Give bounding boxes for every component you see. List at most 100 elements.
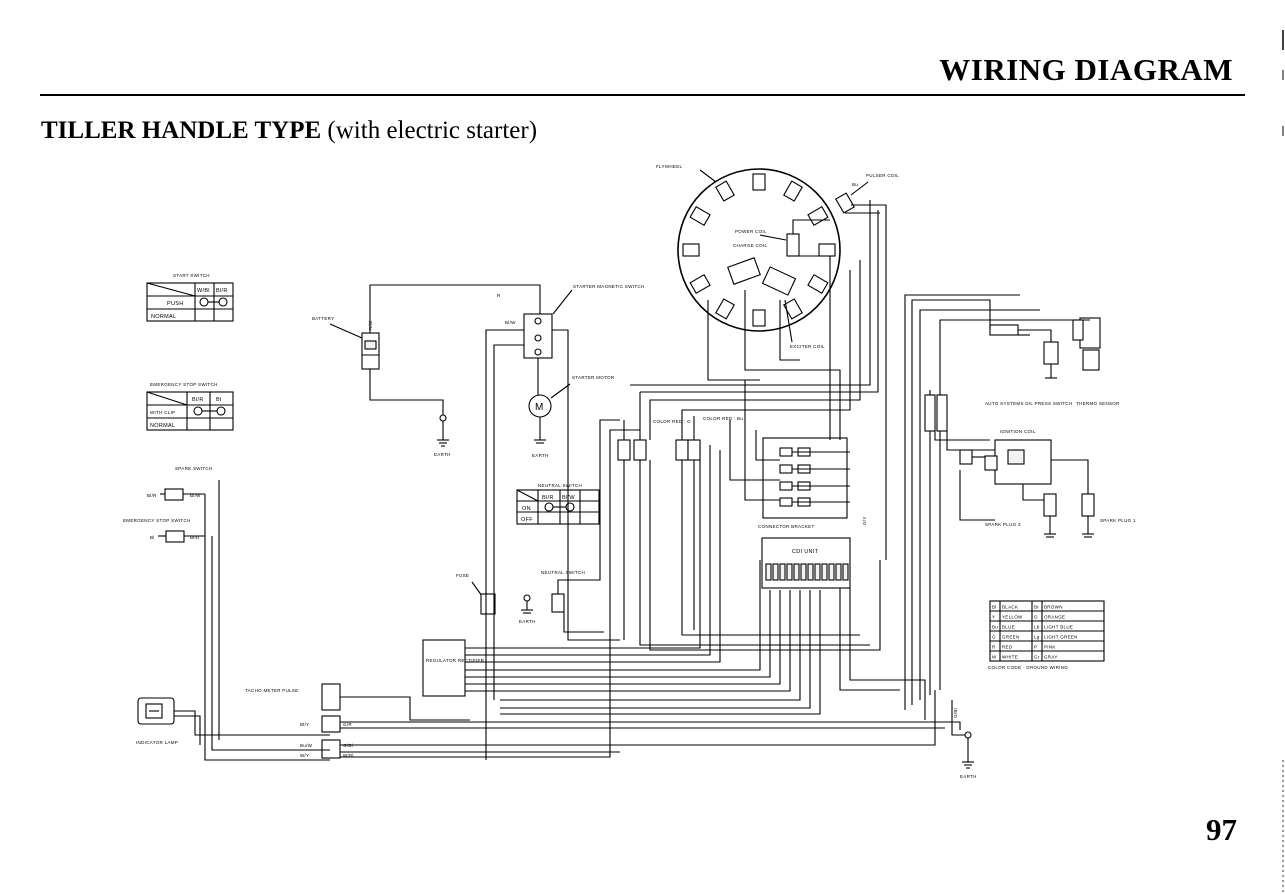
- flywheel-leader: [699, 169, 717, 183]
- emergency-row-normal: NORMAL: [150, 423, 175, 429]
- regulator-rectifier-group: REGULATOR RECTIFIER: [422, 639, 485, 697]
- section-title: WIRING DIAGRAM: [939, 52, 1233, 87]
- neutral-switch: [551, 593, 565, 613]
- flywheel-magnet: [752, 173, 766, 191]
- regulator-rectifier: [422, 639, 466, 697]
- label-color-red-bu: COLOR RED : Bu: [703, 416, 743, 421]
- cdi-pin: [772, 563, 779, 581]
- label-exciter-coil: EXCITER COIL: [790, 344, 825, 349]
- label-regulator-rectifier: REGULATOR RECTIFIER: [426, 658, 485, 663]
- cdi-pin: [807, 563, 814, 581]
- wire-label-bly: Bl/Y: [300, 722, 309, 727]
- emergency-stop-switch-group: EMERGENCY STOP SWITCH Bl Bl/R: [123, 518, 205, 543]
- legend-cell: P: [1034, 645, 1037, 650]
- flywheel-magnet: [807, 274, 829, 294]
- legend-cell: Bu: [992, 625, 998, 630]
- legend-cell: WHITE: [1002, 655, 1018, 660]
- tacho-connector: [321, 683, 341, 711]
- battery-group: BATTERY R/Bl: [312, 316, 380, 370]
- flywheel-magnet: [783, 298, 803, 320]
- fuse-group: FUSE: [456, 573, 496, 615]
- page-edge-marks: [1282, 30, 1284, 894]
- wire-label-bu: Bu: [852, 182, 858, 187]
- legend-cell: GRAY: [1044, 655, 1058, 660]
- spare-switch: [164, 488, 184, 501]
- wire-label-gr: G/R: [343, 722, 352, 727]
- subtitle-main: TILLER HANDLE TYPE: [41, 117, 322, 144]
- label-starter-magnetic-switch: STARTER MAGNETIC SWITCH: [573, 284, 644, 289]
- color-legend-caption: COLOR CODE · GROUND WIRING: [988, 665, 1068, 670]
- label-power-coil: POWER COIL: [735, 229, 767, 234]
- wire-label-blr-2: Bl/R: [190, 535, 200, 540]
- neutral-col-blr: Bl/R: [542, 495, 554, 501]
- start-switch-row-push: PUSH: [167, 301, 183, 307]
- label-auto-systems: AUTO SYSTEMS: [985, 401, 1024, 406]
- fuse: [480, 593, 496, 615]
- label-start-switch: START SWITCH: [173, 273, 210, 278]
- label-tacho-meter-pulse: TACHO METER PULSE: [245, 688, 299, 693]
- legend-cell: RED: [1002, 645, 1013, 650]
- emergency-row-with-clip: WITH CLIP: [150, 410, 175, 415]
- flywheel-magnet: [715, 180, 735, 202]
- wire-label-gbl: G/Bl: [953, 708, 958, 718]
- flywheel-magnet: [807, 206, 829, 226]
- header-rule: [40, 94, 1245, 96]
- legend-cell: R: [992, 645, 996, 650]
- cdi-unit-group: CDI UNIT: [761, 537, 851, 589]
- start-switch-col-blr: Bl/R: [216, 288, 228, 294]
- legend-cell: W: [992, 655, 997, 660]
- flywheel-magnet: [715, 298, 735, 320]
- label-battery: BATTERY: [312, 316, 334, 321]
- legend-cell: LIGHT BLUE: [1044, 625, 1073, 630]
- cdi-pin: [793, 563, 800, 581]
- flywheel-magnet: [818, 243, 836, 257]
- start-switch-row-normal: NORMAL: [151, 314, 176, 320]
- tacho-meter-pulse-group: TACHO METER PULSE: [245, 683, 341, 759]
- cdi-pin: [779, 563, 786, 581]
- label-battery-earth: EARTH: [434, 452, 451, 457]
- pulser-leader: [850, 181, 869, 196]
- label-thermo-sensor: THERMO SENSOR: [1076, 401, 1120, 406]
- start-switch: START SWITCH W/Bl Bl/R PUSH NORMAL: [146, 273, 234, 322]
- flywheel-magnet: [689, 274, 711, 294]
- wire-label-gbl2: G/Bl: [343, 743, 353, 748]
- wire-label-blr-1: Bl/R: [147, 493, 157, 498]
- sensor-group: AUTO SYSTEMS OIL PRESS SWITCH THERMO SEN…: [985, 317, 1120, 406]
- label-pulser-coil: PULSER COIL: [866, 173, 899, 178]
- flywheel-magnets: [682, 173, 836, 327]
- emergency-col-blr: Bl/R: [192, 397, 204, 403]
- legend-cell: Gr: [1034, 655, 1040, 660]
- label-neutral-switch: NEUTRAL SWITCH: [538, 483, 582, 488]
- cdi-pins: [765, 563, 849, 581]
- cdi-pin: [821, 563, 828, 581]
- auto-systems: [989, 324, 1019, 336]
- cdi-pin: [765, 563, 772, 581]
- cdi-pin: [786, 563, 793, 581]
- spark-plug-2: [1043, 493, 1057, 517]
- diagram-subtitle: TILLER HANDLE TYPE (with electric starte…: [41, 117, 537, 145]
- wire-label-wy: W/Y: [300, 753, 309, 758]
- switch-connector: [321, 739, 341, 759]
- flywheel-magnet: [682, 243, 700, 257]
- label-charge-coil: CHARGE COIL: [733, 243, 768, 248]
- label-neutral-earth: EARTH: [519, 619, 536, 624]
- label-emergency-stop-switch: EMERGENCY STOP SWITCH: [150, 382, 218, 387]
- power-coil-leader: [759, 234, 787, 241]
- neutral-col-blw: Bl/W: [562, 495, 575, 501]
- emergency-stop-switch: [165, 530, 185, 543]
- oil-press-switch: [1043, 341, 1059, 365]
- label-main-earth: EARTH: [960, 774, 977, 779]
- legend-cell: BROWN: [1044, 605, 1063, 610]
- spare-switch-group: SPARE SWITCH Bl/R Bl/W: [147, 466, 212, 501]
- legend-cell: Bl: [992, 605, 997, 610]
- subtitle-note: (with electric starter): [327, 117, 538, 144]
- thermo-sensor: [1082, 349, 1100, 371]
- wire-label-r: R: [497, 293, 501, 298]
- wire-label-blw-2: Bl/W: [505, 320, 516, 325]
- connector-bracket: [762, 437, 848, 519]
- label-oil-press-switch: OIL PRESS SWITCH: [1025, 401, 1072, 406]
- label-ignition-coil: IGNITION COIL: [1000, 429, 1036, 434]
- legend-cell: Lb: [1034, 625, 1040, 630]
- spark-plug-1-group: SPARK PLUG 1: [1081, 493, 1136, 538]
